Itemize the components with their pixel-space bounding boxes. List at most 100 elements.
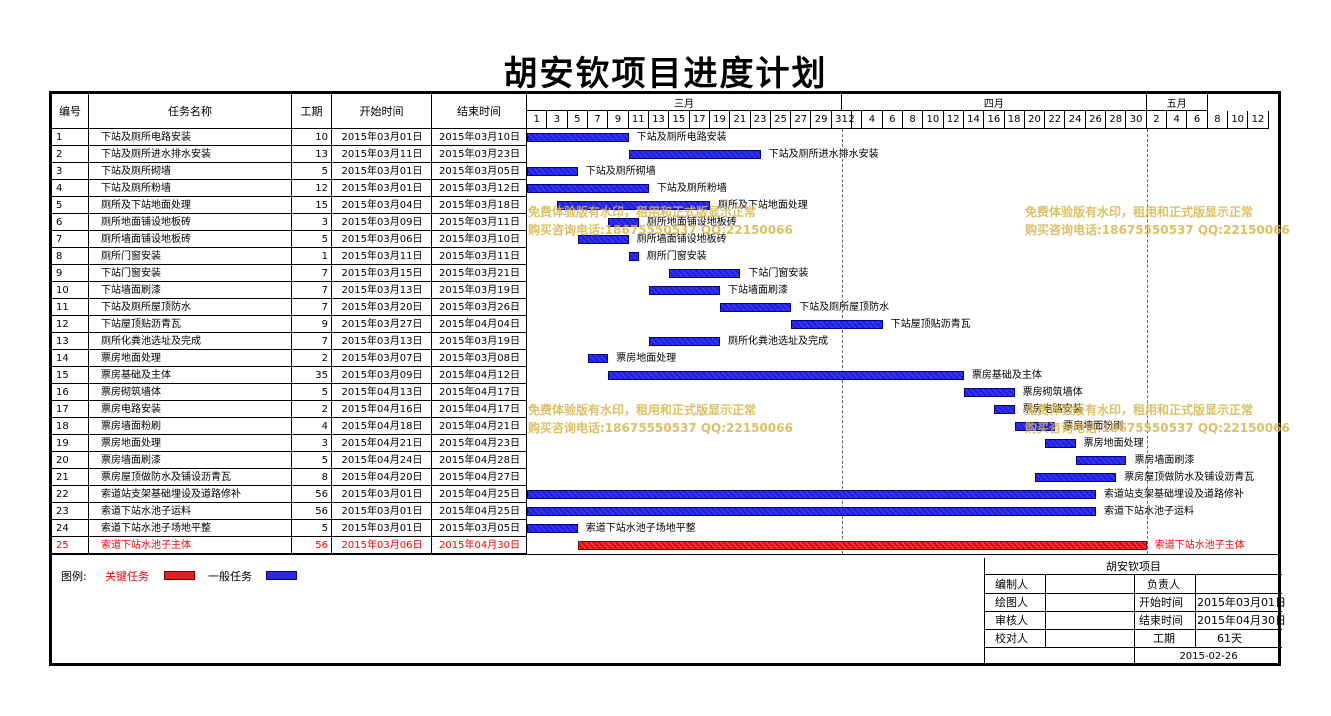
task-dur-cell: 56 [315, 506, 328, 517]
day-tick-label: 11 [628, 111, 649, 129]
day-tick-label: 6 [882, 111, 903, 129]
column-divider [88, 282, 89, 299]
info-grid: 编制人 负责人 绘图人 开始时间 2015年03月01日 审核人 结束时间 20… [985, 575, 1286, 648]
task-end-cell: 2015年04月30日 [439, 540, 520, 551]
column-divider [431, 299, 432, 316]
task-name-cell: 厕所地面铺设地板砖 [101, 217, 191, 228]
start-value: 2015年03月01日 [1197, 596, 1286, 609]
day-tick-label: 17 [689, 111, 710, 129]
task-end-cell: 2015年03月11日 [439, 251, 520, 262]
gantt-bar-label: 索道下站水池子场地平整 [585, 523, 696, 534]
column-divider [291, 452, 292, 469]
task-no-cell: 8 [56, 251, 63, 262]
gantt-bar [577, 235, 629, 244]
column-divider [88, 299, 89, 316]
column-divider [331, 418, 332, 435]
task-start-cell: 2015年03月01日 [341, 132, 423, 143]
gantt-bar [628, 150, 761, 159]
drawer-label: 绘图人 [995, 596, 1028, 609]
task-dur-cell: 5 [321, 523, 328, 534]
column-divider [331, 282, 332, 299]
column-divider [431, 384, 432, 401]
column-divider [526, 486, 527, 503]
column-divider [88, 384, 89, 401]
task-end-cell: 2015年04月17日 [439, 387, 520, 398]
task-dur-cell: 4 [321, 421, 328, 432]
day-tick-label: 21 [730, 111, 751, 129]
gantt-bar-label: 下站及厕所粉墙 [656, 183, 727, 194]
task-start-cell: 2015年03月01日 [341, 506, 423, 517]
task-no-cell: 7 [56, 234, 63, 245]
column-divider [88, 214, 89, 231]
task-dur-cell: 5 [321, 166, 328, 177]
gantt-bar [527, 490, 1096, 499]
task-name-cell: 下站墙面刷漆 [101, 285, 161, 296]
column-divider [331, 214, 332, 231]
gantt-bar [720, 303, 792, 312]
gantt-bar-label: 索道下站水池子运料 [1103, 506, 1194, 517]
gantt-bar-label: 票房地面处理 [1083, 438, 1144, 449]
day-tick-label: 25 [770, 111, 792, 129]
column-divider [291, 350, 292, 367]
day-tick-label: 5 [567, 111, 588, 129]
task-name-cell: 票房墙面刷漆 [101, 455, 161, 466]
task-no-cell: 13 [56, 336, 69, 347]
gantt-bar-label: 厕所地面铺设地板砖 [646, 217, 737, 228]
task-start-cell: 2015年03月09日 [341, 370, 423, 381]
column-divider [88, 333, 89, 350]
task-dur-cell: 3 [321, 438, 328, 449]
column-divider [291, 146, 292, 163]
column-divider [88, 350, 89, 367]
column-divider [88, 197, 89, 214]
legend-critical-label: 关键任务 [105, 570, 149, 583]
day-tick-label: 1 [527, 111, 548, 129]
task-start-cell: 2015年03月01日 [341, 183, 423, 194]
gantt-bar-label: 下站屋顶贴沥青瓦 [890, 319, 971, 330]
column-divider [526, 367, 527, 384]
day-tick-label: 30 [1126, 111, 1147, 129]
day-tick-label: 3 [547, 111, 568, 129]
month-header: 五月 [1146, 94, 1208, 111]
gantt-bar-label: 厕所及下站地面处理 [717, 200, 808, 211]
task-end-cell: 2015年04月23日 [439, 438, 520, 449]
month-divider [841, 129, 843, 554]
column-divider [291, 231, 292, 248]
legend-critical-swatch [164, 571, 195, 580]
task-end-cell: 2015年04月17日 [439, 404, 520, 415]
day-tick-label: 26 [1085, 111, 1107, 129]
task-name-cell: 厕所及下站地面处理 [101, 200, 191, 211]
task-name-cell: 票房砌筑墙体 [101, 387, 161, 398]
task-start-cell: 2015年03月11日 [341, 251, 423, 262]
checker-label: 校对人 [995, 632, 1028, 645]
task-start-cell: 2015年04月16日 [341, 404, 423, 415]
task-start-cell: 2015年03月11日 [341, 149, 423, 160]
column-divider [526, 469, 527, 486]
column-divider [291, 503, 292, 520]
gantt-bar-label: 票房墙面刷漆 [1134, 455, 1195, 466]
gantt-bar [791, 320, 883, 329]
day-tick-label: 6 [1187, 111, 1208, 129]
column-divider [88, 503, 89, 520]
column-divider [88, 469, 89, 486]
column-divider [88, 129, 89, 146]
column-divider [331, 333, 332, 350]
task-end-cell: 2015年04月25日 [439, 489, 520, 500]
task-dur-cell: 56 [315, 540, 328, 551]
column-divider [431, 537, 432, 554]
task-start-cell: 2015年03月20日 [341, 302, 423, 313]
task-no-cell: 16 [56, 387, 69, 398]
gantt-bar [1014, 422, 1056, 431]
column-divider [431, 503, 432, 520]
column-divider [526, 452, 527, 469]
task-name-cell: 票房地面处理 [101, 353, 161, 364]
task-end-cell: 2015年04月25日 [439, 506, 520, 517]
